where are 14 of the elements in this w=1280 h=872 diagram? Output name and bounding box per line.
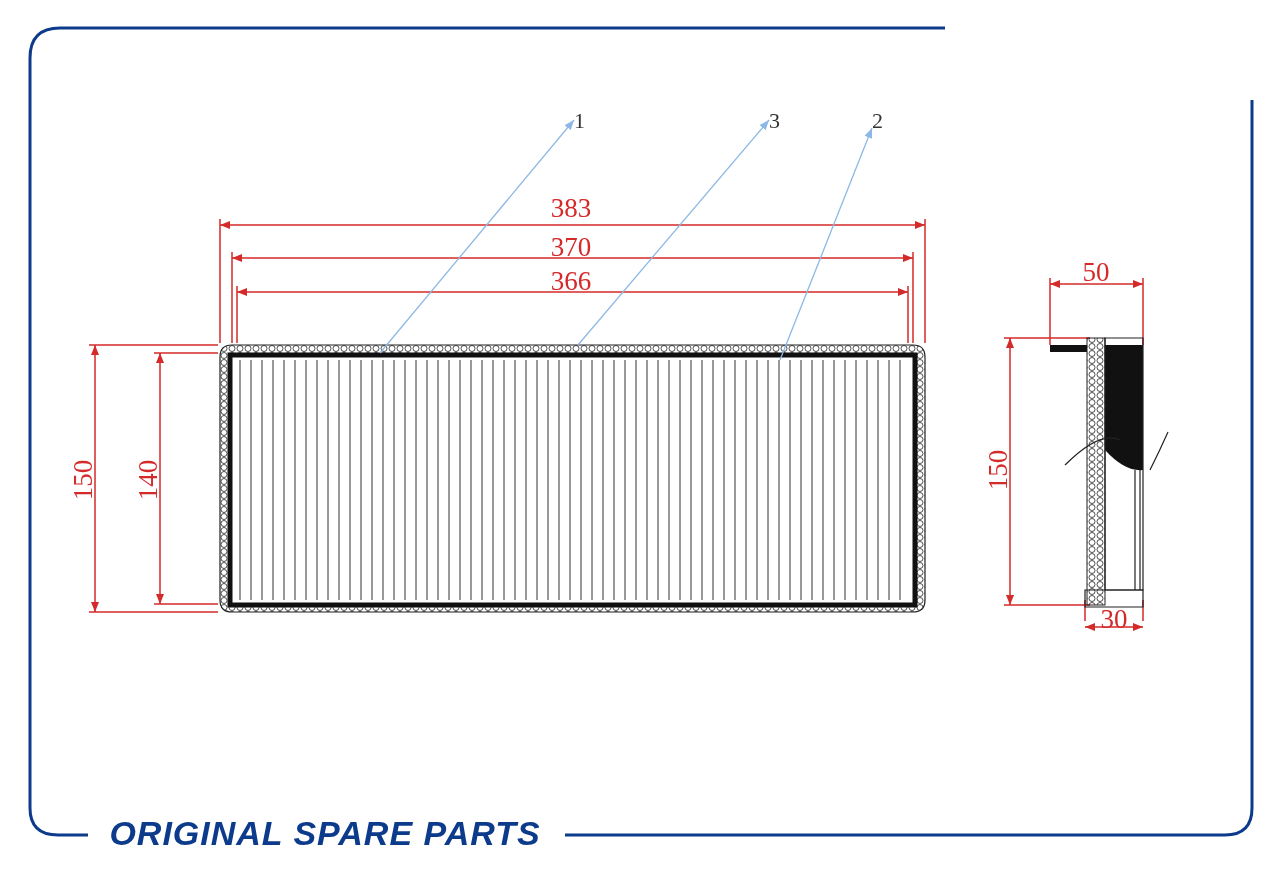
callout-number: 2 xyxy=(872,110,883,132)
dimension-text: 140 xyxy=(134,459,162,501)
banner-text: ORIGINAL SPARE PARTS xyxy=(109,816,541,850)
dimension-text: 50 xyxy=(1082,258,1110,286)
dimension-text: 150 xyxy=(984,449,1012,491)
dimension-text: 366 xyxy=(550,267,592,295)
dimension-text: 370 xyxy=(550,233,592,261)
dimension-text: 383 xyxy=(550,194,592,222)
callout-number: 1 xyxy=(574,110,585,132)
dimension-text: 30 xyxy=(1100,605,1128,633)
leader-line xyxy=(577,119,770,346)
leader-line xyxy=(379,119,575,354)
callout-number: 3 xyxy=(769,110,780,132)
dimension-text: 150 xyxy=(69,459,97,501)
